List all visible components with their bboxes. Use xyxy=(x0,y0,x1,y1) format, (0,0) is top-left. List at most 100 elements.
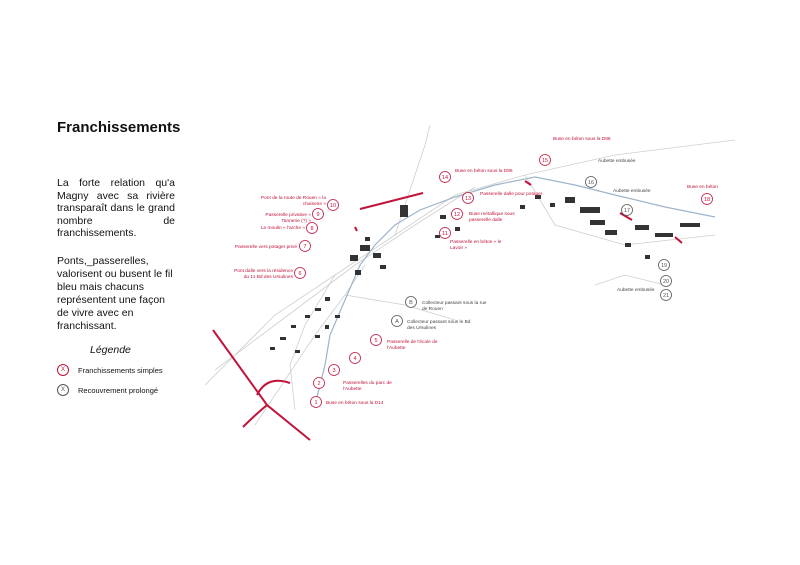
crossing-number: 12 xyxy=(454,212,460,218)
crossing-number: 19 xyxy=(661,263,667,269)
crossing-label: Aubette embusée xyxy=(598,158,636,164)
crossing-number: 20 xyxy=(663,279,669,285)
legend-symbol-prolonged: X xyxy=(57,384,69,396)
river-aubette xyxy=(314,176,716,406)
crossing-number: 21 xyxy=(663,293,669,299)
body-text: Ponts,_passerelles, valorisent ou busent… xyxy=(57,255,173,332)
crossing-circle xyxy=(327,199,339,211)
crossing-marker-13: 13 Passerelle dalle pour potager xyxy=(462,191,543,204)
crossing-number: 5 xyxy=(374,338,377,344)
crossing-label: Passerelles du parc de xyxy=(343,380,392,386)
crossing-circle xyxy=(701,193,713,205)
crossing-circle xyxy=(405,296,417,308)
crossing-label: Collecteur passant sous la rue xyxy=(422,300,487,306)
crossing-circle xyxy=(462,192,474,204)
crossing-number: 9 xyxy=(316,212,319,218)
crossing-marker-19: 19 xyxy=(658,259,670,271)
crossing-marker-15: 15 Buse en béton sous la D86 xyxy=(539,136,611,166)
crossing-marker-16: 16 Aubette embusée xyxy=(585,158,636,188)
crossing-marker-8: 8 Le moulin « l'arche » xyxy=(261,222,318,234)
crossing-number: 14 xyxy=(442,175,448,181)
crossing-circle xyxy=(391,315,403,327)
page-title: Franchissements xyxy=(57,119,181,136)
crossing-circle xyxy=(451,208,463,220)
crossing-label: Lavoir » xyxy=(450,245,467,251)
crossing-number: 11 xyxy=(442,231,448,237)
crossing-label: Collecteur passant sous le Bd xyxy=(407,319,471,325)
crossing-label: Passerelle dalle pour potager xyxy=(480,191,543,197)
crossing-circle xyxy=(660,289,672,301)
legend-label-prolonged: Recouvrement prolongé xyxy=(78,385,159,395)
crossing-number: 15 xyxy=(542,158,548,164)
crossing-circle xyxy=(312,208,324,220)
crossing-number: 1 xyxy=(314,400,317,406)
intro-text: La forte relation qu'a Magny avec sa riv… xyxy=(57,177,175,239)
buildings xyxy=(270,195,700,353)
crossing-marker-2: 2 xyxy=(313,377,325,389)
crossing-label: l'Aubette xyxy=(343,386,362,392)
crossing-number: 17 xyxy=(624,208,630,214)
crossing-label: Pont dalle vers la résidence xyxy=(234,268,293,274)
crossing-label: Passerelle vers potager privé xyxy=(235,244,297,250)
crossing-marker-7: 7 Passerelle vers potager privé xyxy=(235,240,311,252)
crossing-label: Pont de la route de Rouen « la xyxy=(261,195,326,201)
crossing-marker-21: 21 Aubette embusée xyxy=(617,287,672,301)
crossing-circle xyxy=(370,334,382,346)
crossing-number: 4 xyxy=(353,356,356,362)
crossing-label: des Ursulines xyxy=(407,325,437,331)
crossing-marker-14: 14 Buse en béton sous la D86 xyxy=(439,168,513,183)
crossing-label: chaiserie » xyxy=(303,201,327,207)
legend-label-simple: Franchissements simples xyxy=(78,365,163,375)
crossing-label: Aubette embusée xyxy=(613,188,651,194)
crossing-number: 3 xyxy=(332,368,335,374)
legend-title: Légende xyxy=(90,344,131,356)
crossing-circle xyxy=(539,154,551,166)
crossing-number: A xyxy=(395,319,399,325)
crossing-marker-1: 1 Buse en béton sous la D14 xyxy=(310,396,384,408)
crossing-circle xyxy=(658,259,670,271)
crossing-marker-4: 4 xyxy=(349,352,361,364)
crossing-number: 6 xyxy=(298,271,301,277)
crossing-label: Buse métallique sous xyxy=(469,211,515,217)
crossing-circle xyxy=(328,364,340,376)
crossing-label: Le moulin « l'arche » xyxy=(261,225,305,231)
crossing-circle xyxy=(439,227,451,239)
crossing-circle xyxy=(439,171,451,183)
crossing-marker-20: 20 xyxy=(660,275,672,287)
crossing-circle xyxy=(585,176,597,188)
crossing-number: 7 xyxy=(303,244,306,250)
crossing-circle xyxy=(299,240,311,252)
crossing-circle xyxy=(294,267,306,279)
crossing-circle xyxy=(306,222,318,234)
crossing-marker-17: 17 Aubette embusée xyxy=(613,188,651,216)
crossing-circle xyxy=(660,275,672,287)
crossing-label: Buse en béton sous la D86 xyxy=(553,136,611,142)
crossing-number: B xyxy=(409,300,413,306)
crossing-label: Aubette embusée xyxy=(617,287,655,293)
crossing-number: 16 xyxy=(588,180,594,186)
crossing-label: Passerelle de l'école de xyxy=(387,339,438,345)
crossing-number: 13 xyxy=(465,196,471,202)
crossing-number: 8 xyxy=(310,226,313,232)
crossing-label: Buse en béton sous la D86 xyxy=(455,168,513,174)
crossing-circle xyxy=(310,396,322,408)
crossing-number: 18 xyxy=(704,197,710,203)
crossing-number: 2 xyxy=(317,381,320,387)
crossing-circle xyxy=(621,204,633,216)
crossing-label: passerelle dalle xyxy=(469,217,503,223)
crossing-label: du 11 Bd des Ursulines xyxy=(244,274,294,280)
crossing-label: Passerelle privative « xyxy=(265,212,311,218)
crossing-label: Buse en béton sous la D14 xyxy=(326,400,384,406)
legend-item-prolonged: X Recouvrement prolongé xyxy=(57,384,158,396)
crossings-map: 1 Buse en béton sous la D14 2 3Passerelles … xyxy=(204,125,736,441)
crossing-label: Passerelle en béton « le xyxy=(450,239,502,245)
